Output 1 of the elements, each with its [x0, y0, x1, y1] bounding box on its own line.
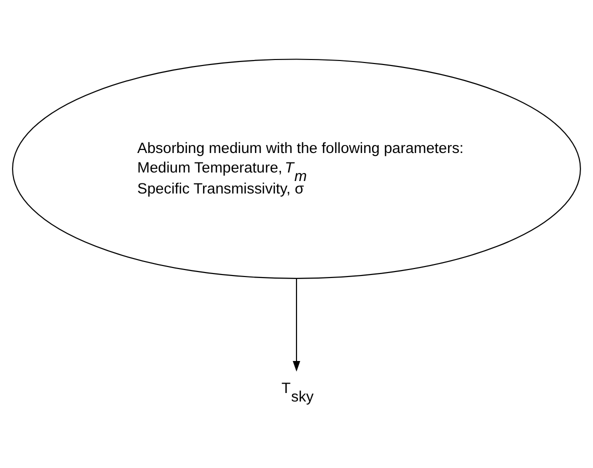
arrow	[292, 278, 300, 372]
